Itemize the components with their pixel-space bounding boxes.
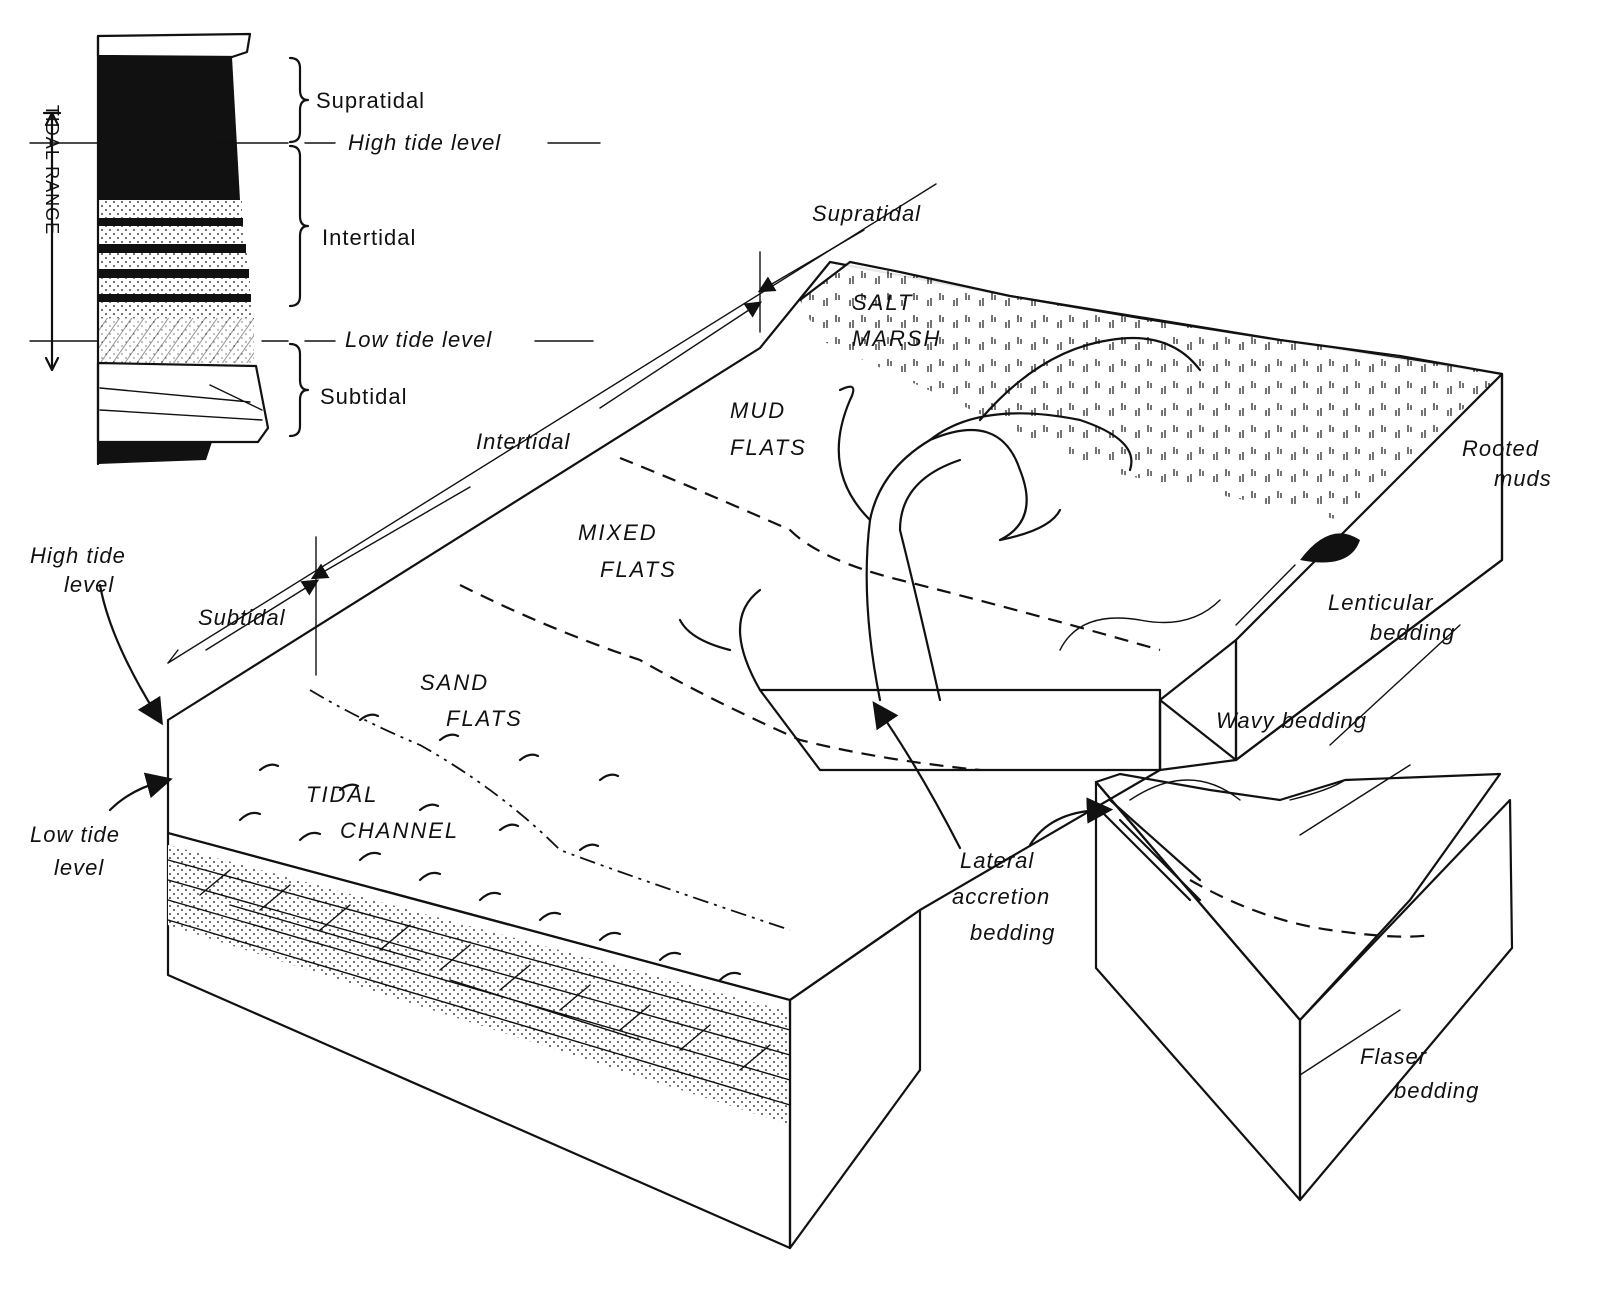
column-low-tide-label: Low tide level bbox=[345, 327, 492, 352]
brace-intertidal bbox=[288, 144, 310, 308]
column-intertidal-label: Intertidal bbox=[322, 225, 416, 250]
tidal-creeks bbox=[678, 336, 1221, 702]
tidal-range-arrow bbox=[42, 111, 62, 372]
brace-subtidal bbox=[288, 342, 310, 438]
label-low-tide-level-2: level bbox=[54, 855, 104, 880]
label-sand-flats-1: SAND bbox=[420, 670, 489, 695]
brace-supratidal bbox=[288, 56, 310, 144]
label-mud-flats-1: MUD bbox=[730, 398, 786, 423]
block-side-face bbox=[788, 908, 922, 1250]
label-mixed-flats-1: MIXED bbox=[578, 520, 658, 545]
label-high-tide-level-2: level bbox=[64, 572, 114, 597]
label-tidal-channel-2: CHANNEL bbox=[340, 818, 459, 843]
front-face-crossbeds bbox=[199, 869, 771, 1071]
zone-dimension-lines: Supratidal Intertidal Subtidal bbox=[167, 183, 937, 676]
boundary-mud-mixed bbox=[619, 456, 1161, 652]
wedge-top bbox=[1094, 772, 1502, 1022]
column-supratidal-muds bbox=[98, 56, 240, 200]
leader-arrows bbox=[98, 564, 1461, 1076]
bedding-inset-wedge bbox=[1094, 772, 1514, 1202]
label-high-tide-level-1: High tide bbox=[30, 543, 126, 568]
label-flaser-bedding-2: bedding bbox=[1394, 1078, 1479, 1103]
label-lateral-accretion-1: Lateral bbox=[960, 848, 1034, 873]
column-intertidal-layers bbox=[98, 200, 254, 363]
column-supratidal-label: Supratidal bbox=[316, 88, 425, 113]
label-flaser-bedding-1: Flaser bbox=[1360, 1044, 1428, 1069]
lateral-accretion-beds bbox=[1098, 798, 1202, 902]
zone-supratidal-label: Supratidal bbox=[812, 201, 921, 226]
salt-marsh-texture bbox=[800, 262, 1502, 520]
diagram-labels: SALT MARSH MUD FLATS MIXED FLATS SAND FL… bbox=[30, 290, 1552, 1103]
stratigraphic-column: TIDAL RANGE Supratidal High tide level I… bbox=[29, 32, 601, 466]
wedge-right-face bbox=[1298, 798, 1514, 1202]
column-top-sand bbox=[96, 32, 252, 59]
channel-water bbox=[758, 688, 1162, 772]
label-mixed-flats-2: FLATS bbox=[600, 557, 677, 582]
boundary-mixed-sand bbox=[459, 584, 981, 772]
zone-intertidal-label: Intertidal bbox=[476, 429, 570, 454]
label-wavy-bedding: Wavy bedding bbox=[1216, 708, 1367, 733]
label-lenticular-bedding-2: bedding bbox=[1370, 620, 1455, 645]
label-lateral-accretion-3: bedding bbox=[970, 920, 1055, 945]
label-mud-flats-2: FLATS bbox=[730, 435, 807, 460]
sand-ripples bbox=[238, 713, 742, 982]
tidal-range-label: TIDAL RANGE bbox=[42, 105, 62, 235]
wedge-left-face bbox=[1094, 780, 1302, 1202]
main-block bbox=[166, 260, 1504, 1250]
column-subtidal-label: Subtidal bbox=[320, 384, 408, 409]
label-low-tide-level-1: Low tide bbox=[30, 822, 120, 847]
label-tidal-channel-1: TIDAL bbox=[306, 782, 378, 807]
front-face-layers bbox=[168, 845, 790, 1125]
label-salt-marsh-2: MARSH bbox=[852, 326, 941, 351]
column-high-tide-label: High tide level bbox=[348, 130, 501, 155]
label-salt-marsh-1: SALT bbox=[852, 290, 913, 315]
zone-subtidal-label: Subtidal bbox=[198, 605, 286, 630]
label-lateral-accretion-2: accretion bbox=[952, 884, 1050, 909]
label-sand-flats-2: FLATS bbox=[446, 706, 523, 731]
column-base bbox=[98, 442, 212, 464]
label-rooted-muds-1: Rooted bbox=[1462, 436, 1539, 461]
label-rooted-muds-2: muds bbox=[1494, 466, 1552, 491]
column-subtidal-sands bbox=[96, 361, 270, 444]
rooted-muds-face bbox=[1234, 372, 1504, 762]
label-lenticular-bedding-1: Lenticular bbox=[1328, 590, 1434, 615]
boundary-sand-channel bbox=[309, 689, 791, 931]
